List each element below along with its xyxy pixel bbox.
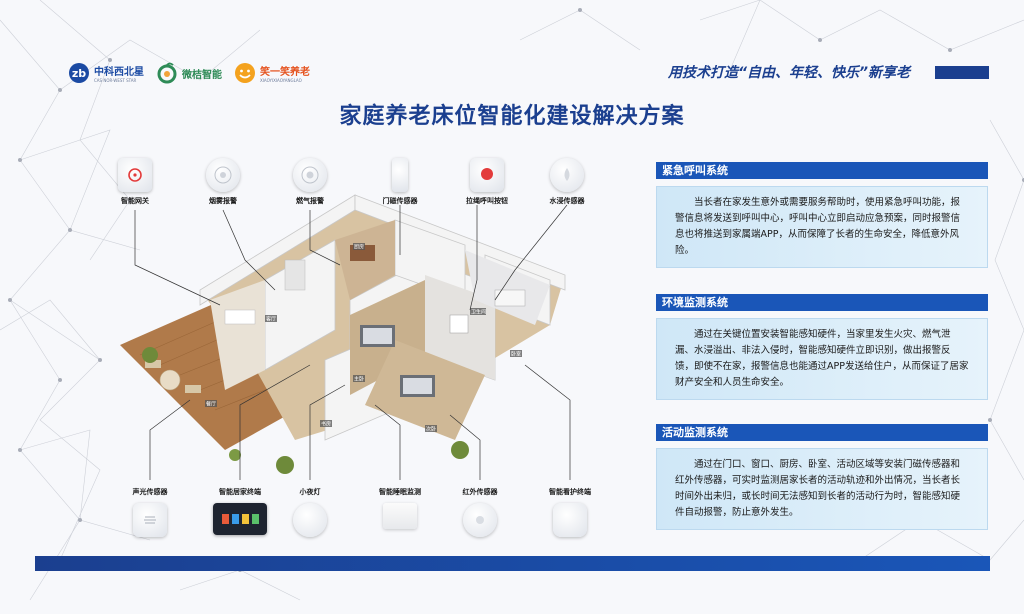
- sleep-monitor-icon: [383, 503, 417, 529]
- device-sound-light-sensor: 声光传感器: [115, 483, 185, 537]
- room-tag-second: 次卧: [426, 426, 436, 433]
- room-tag-bath: 卫生间: [471, 309, 486, 316]
- panel-title: 活动监测系统: [656, 424, 988, 441]
- device-label: 水浸传感器: [549, 197, 585, 205]
- infrared-sensor-icon: [463, 503, 497, 537]
- gas-alarm-icon: [293, 158, 327, 192]
- panel-body: 通过在关键位置安装智能感知硬件，当家里发生火灾、燃气泄漏、水浸溢出、非法入侵时，…: [656, 318, 988, 400]
- room-tag-study: 书房: [321, 421, 331, 428]
- panel-body: 当长者在家发生意外或需要服务帮助时，使用紧急呼叫功能，报警信息将发送到呼叫中心，…: [656, 186, 988, 268]
- device-infrared-sensor: 红外传感器: [445, 483, 515, 537]
- room-tag-dining: 餐厅: [206, 401, 216, 408]
- panel-title: 紧急呼叫系统: [656, 162, 988, 179]
- panel-body: 通过在门口、窗口、厨房、卧室、活动区域等安装门磁传感器和红外传感器，可实时监测居…: [656, 448, 988, 530]
- panel-emergency-call: 紧急呼叫系统 当长者在家发生意外或需要服务帮助时，使用紧急呼叫功能，报警信息将发…: [656, 162, 988, 268]
- device-label: 红外传感器: [462, 488, 498, 496]
- device-gateway: 智能网关: [100, 158, 170, 206]
- logo-zhongke: zb 中科西北星 CAS NOR-WEST STAR: [68, 62, 144, 84]
- logo-name: 微桔智能: [182, 69, 222, 81]
- device-label: 智能睡眠监测: [379, 488, 421, 496]
- device-home-terminal: 智能居家终端: [205, 483, 275, 535]
- bottom-accent-bar: [35, 556, 990, 571]
- device-pull-cord-button: 拉绳呼叫按钮: [452, 158, 522, 206]
- device-label: 声光传感器: [132, 488, 168, 496]
- gateway-icon: [118, 158, 152, 192]
- device-label: 小夜灯: [299, 488, 321, 496]
- device-door-sensor: 门磁传感器: [365, 158, 435, 206]
- panel-title: 环境监测系统: [656, 294, 988, 311]
- device-gas-alarm: 燃气报警: [275, 158, 345, 206]
- room-tag-living: 客厅: [266, 316, 276, 323]
- logo-xiaoyixiao: 笑一笑养老 XIAOYIXIAOYANGLAO: [234, 62, 310, 84]
- logo-weiju: 微桔智能: [156, 62, 222, 84]
- page-title: 家庭养老床位智能化建设解决方案: [339, 104, 685, 129]
- device-label: 智能看护终端: [549, 488, 591, 496]
- floor-plan-diagram: 客厅 厨房 主卧 次卧 卫生间 餐厅 卧室 书房: [95, 150, 660, 550]
- care-terminal-icon: [553, 503, 587, 537]
- device-smoke-alarm: 烟雾报警: [188, 158, 258, 206]
- device-label: 智能居家终端: [219, 488, 261, 496]
- smile-logo-icon: [235, 63, 255, 83]
- slogan: 用技术打造“自由、年轻、快乐”新享老: [668, 65, 911, 81]
- door-sensor-icon: [392, 158, 408, 192]
- logo-sub: CAS NOR-WEST STAR: [94, 78, 137, 83]
- room-tag-master: 主卧: [354, 376, 364, 383]
- device-label: 燃气报警: [296, 197, 324, 205]
- pull-cord-button-icon: [470, 158, 504, 192]
- isometric-floor-plan: 客厅 厨房 主卧 次卧 卫生间 餐厅 卧室 书房: [120, 194, 571, 480]
- svg-text:zb: zb: [72, 67, 86, 80]
- partner-logos: zb 中科西北星 CAS NOR-WEST STAR 微桔智能 笑一笑养老 XI…: [68, 58, 310, 88]
- panel-environment-monitoring: 环境监测系统 通过在关键位置安装智能感知硬件，当家里发生火灾、燃气泄漏、水浸溢出…: [656, 294, 988, 400]
- slogan-accent-bar: [935, 66, 989, 79]
- device-sleep-monitor: 智能睡眠监测: [365, 483, 435, 529]
- logo-name: 笑一笑养老: [260, 67, 310, 78]
- device-care-terminal: 智能看护终端: [535, 483, 605, 537]
- home-terminal-icon: [213, 503, 267, 535]
- logo-name: 中科西北星: [94, 67, 144, 78]
- device-label: 拉绳呼叫按钮: [466, 197, 508, 205]
- room-tag-kitchen: 厨房: [354, 244, 364, 251]
- room-tag-bedroom: 卧室: [511, 351, 521, 358]
- device-water-sensor: 水浸传感器: [532, 158, 602, 206]
- smoke-alarm-icon: [206, 158, 240, 192]
- orange-logo-icon: [157, 62, 177, 84]
- star-logo-icon: zb: [69, 63, 89, 83]
- sound-light-sensor-icon: [133, 503, 167, 537]
- water-sensor-icon: [550, 158, 584, 192]
- night-light-icon: [293, 503, 327, 537]
- device-night-light: 小夜灯: [275, 483, 345, 537]
- device-label: 烟雾报警: [209, 197, 237, 205]
- panel-activity-monitoring: 活动监测系统 通过在门口、窗口、厨房、卧室、活动区域等安装门磁传感器和红外传感器…: [656, 424, 988, 530]
- device-label: 智能网关: [121, 197, 149, 205]
- device-label: 门磁传感器: [382, 197, 418, 205]
- logo-sub: XIAOYIXIAOYANGLAO: [260, 78, 302, 83]
